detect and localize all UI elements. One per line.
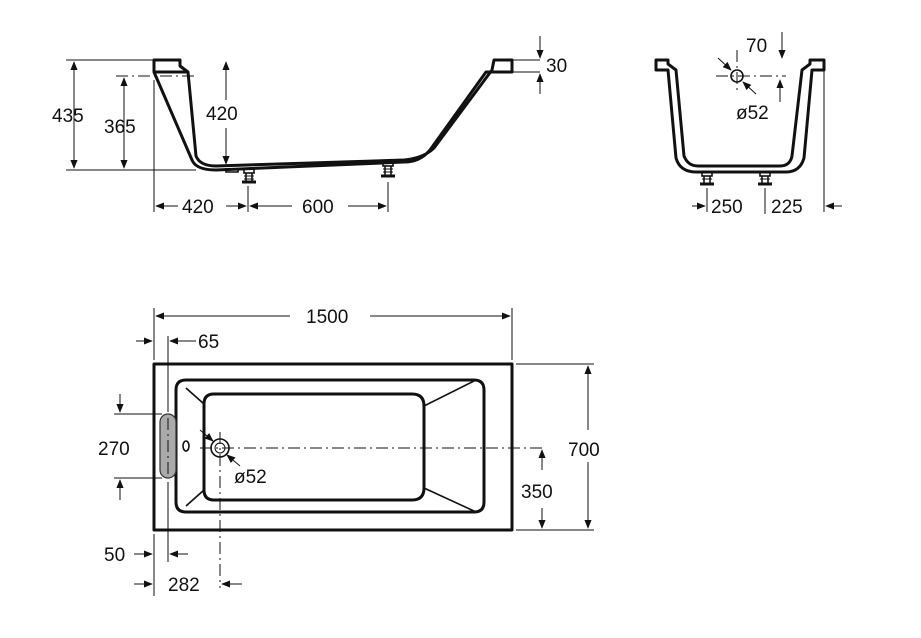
- end-view-foot-left: [700, 171, 714, 186]
- dim-feet-spacing: 600: [302, 197, 334, 218]
- dim-drain-offset: 420: [182, 197, 214, 218]
- side-view-foot-right: [381, 161, 395, 178]
- dim-drain-center-x: 282: [168, 575, 200, 596]
- dim-length: 1500: [306, 307, 348, 328]
- dim-overflow-offset: 65: [198, 332, 219, 353]
- dim-overflow-height: 270: [98, 439, 130, 460]
- end-view-tub-outline: [654, 58, 826, 174]
- side-view-drain: [225, 168, 239, 173]
- dim-drain-top: 70: [746, 36, 767, 57]
- top-view: ø52 1500 65 700 350 270 50: [98, 307, 600, 596]
- dim-end-feet-spacing: 250: [711, 197, 743, 218]
- overflow-hole-icon: [182, 440, 190, 452]
- dim-edge: 50: [104, 545, 125, 566]
- side-view-foot-left: [242, 168, 256, 184]
- side-view: 435 365 420 30 420 600: [52, 36, 567, 218]
- top-view-inner-basin: [174, 378, 486, 514]
- dim-width: 700: [568, 440, 600, 461]
- dim-total-height: 435: [52, 106, 84, 127]
- top-view-outer-rim: [152, 362, 514, 532]
- end-view-foot-right: [758, 171, 772, 186]
- dim-inner-height: 365: [104, 117, 136, 138]
- dim-top-drain-diameter: ø52: [234, 467, 267, 488]
- dim-rim: 30: [546, 56, 567, 77]
- top-view-basin-floor: [202, 392, 426, 502]
- dim-end-drain-diameter: ø52: [736, 103, 769, 124]
- dim-drain-center-y: 350: [521, 482, 553, 503]
- dim-depth: 420: [206, 104, 238, 125]
- dim-end-feet-edge: 225: [771, 197, 803, 218]
- end-view: 70 ø52 250 225: [654, 32, 842, 218]
- side-view-tub-outline: [152, 58, 514, 172]
